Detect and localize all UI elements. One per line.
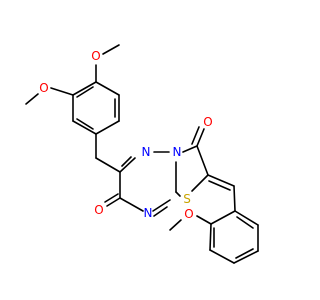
bond: [191, 174, 209, 192]
bond: [175, 191, 181, 197]
bond: [95, 81, 120, 96]
bond: [72, 81, 97, 96]
bond: [119, 197, 144, 212]
bond: [196, 128, 205, 147]
bond: [182, 145, 198, 153]
bond: [209, 223, 212, 251]
bond: [208, 180, 231, 191]
bond: [152, 199, 171, 212]
bond: [95, 157, 121, 173]
bond: [196, 145, 209, 176]
bond: [102, 44, 120, 55]
bond: [169, 219, 182, 231]
atom-o-bottom-methoxy: O: [184, 207, 193, 221]
molecule-canvas: O O N N O O N S O: [25, 44, 259, 264]
bond: [210, 210, 236, 225]
bond: [209, 249, 235, 264]
bond: [235, 248, 254, 259]
atom-o-top-methoxy: O: [91, 49, 100, 63]
bond: [233, 185, 236, 212]
atom-o-carbonyl-right: O: [203, 115, 212, 129]
bond: [72, 120, 97, 135]
bond: [121, 156, 132, 167]
bond: [119, 157, 136, 173]
atom-o-left-methoxy: O: [39, 81, 48, 95]
bond: [234, 210, 259, 226]
bond: [25, 93, 39, 105]
bond: [50, 87, 74, 96]
atom-n-bottom: N: [144, 206, 153, 220]
bond: [207, 174, 235, 187]
bond: [76, 118, 94, 130]
atom-n-top-left: N: [142, 145, 151, 159]
atom-s-thiazole: S: [183, 192, 191, 206]
structure-diagram: O O N N O O N S O: [25, 44, 259, 264]
bond: [191, 126, 200, 145]
bond: [233, 250, 259, 264]
bond: [76, 86, 94, 98]
bond: [196, 215, 212, 225]
bond: [236, 216, 254, 229]
bonds: [25, 44, 259, 264]
atom-labels: O O N N O O N S O: [39, 49, 212, 221]
atom-o-carbonyl-left: O: [94, 203, 103, 217]
bond: [153, 206, 168, 217]
atom-n-bridgehead: N: [173, 145, 182, 159]
bond: [104, 193, 119, 203]
bond: [95, 120, 120, 135]
bond: [106, 197, 121, 207]
